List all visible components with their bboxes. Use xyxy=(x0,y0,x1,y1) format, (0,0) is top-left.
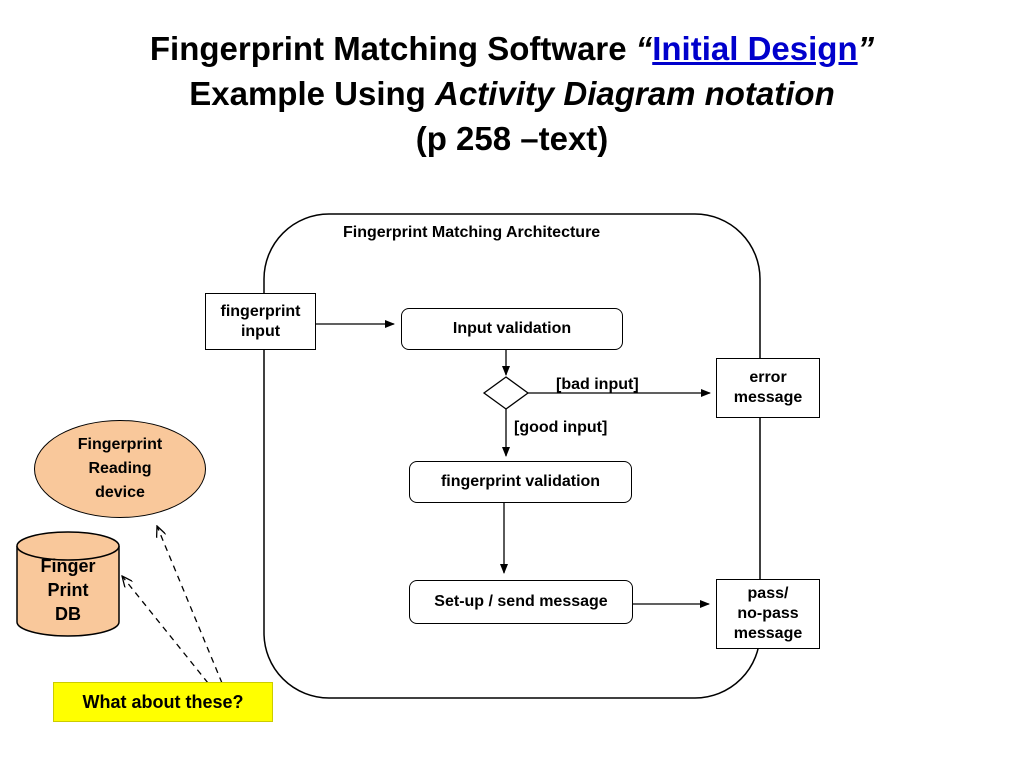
title-line-3: (p 258 –text) xyxy=(415,120,609,157)
fingerprint-validation-action: fingerprint validation xyxy=(409,461,632,503)
title-line2-prefix: Example Using xyxy=(189,75,435,112)
page-title: Fingerprint Matching Software “Initial D… xyxy=(0,26,1024,161)
title-line-2: Example Using Activity Diagram notation xyxy=(0,71,1024,116)
title-prefix: Fingerprint Matching Software xyxy=(149,30,636,67)
close-quote: ” xyxy=(857,30,875,67)
fingerprint-reading-device: Fingerprint Reading device xyxy=(34,420,206,518)
good-input-guard: [good input] xyxy=(514,419,608,436)
pass-no-pass-message-node: pass/ no-pass message xyxy=(716,579,820,649)
database-cylinder xyxy=(16,531,120,637)
input-validation-action: Input validation xyxy=(401,308,623,350)
dashed-arrow-to-device xyxy=(157,526,223,684)
initial-design-link[interactable]: Initial Design xyxy=(652,30,858,67)
title-line-1: Fingerprint Matching Software “Initial D… xyxy=(0,26,1024,71)
fingerprint-input-node: fingerprint input xyxy=(205,293,316,350)
what-about-these-note: What about these? xyxy=(53,682,273,722)
error-message-node: error message xyxy=(716,358,820,418)
bad-input-guard: [bad input] xyxy=(556,376,639,393)
dashed-arrow-to-db xyxy=(122,576,209,684)
decision-node xyxy=(482,376,530,410)
architecture-boundary xyxy=(263,213,761,699)
setup-send-message-action: Set-up / send message xyxy=(409,580,633,624)
architecture-label: Fingerprint Matching Architecture xyxy=(343,224,601,241)
fingerprint-db-label: Finger Print DB xyxy=(40,556,96,624)
open-quote: “ xyxy=(635,30,653,67)
title-line2-italic: Activity Diagram notation xyxy=(435,75,835,112)
